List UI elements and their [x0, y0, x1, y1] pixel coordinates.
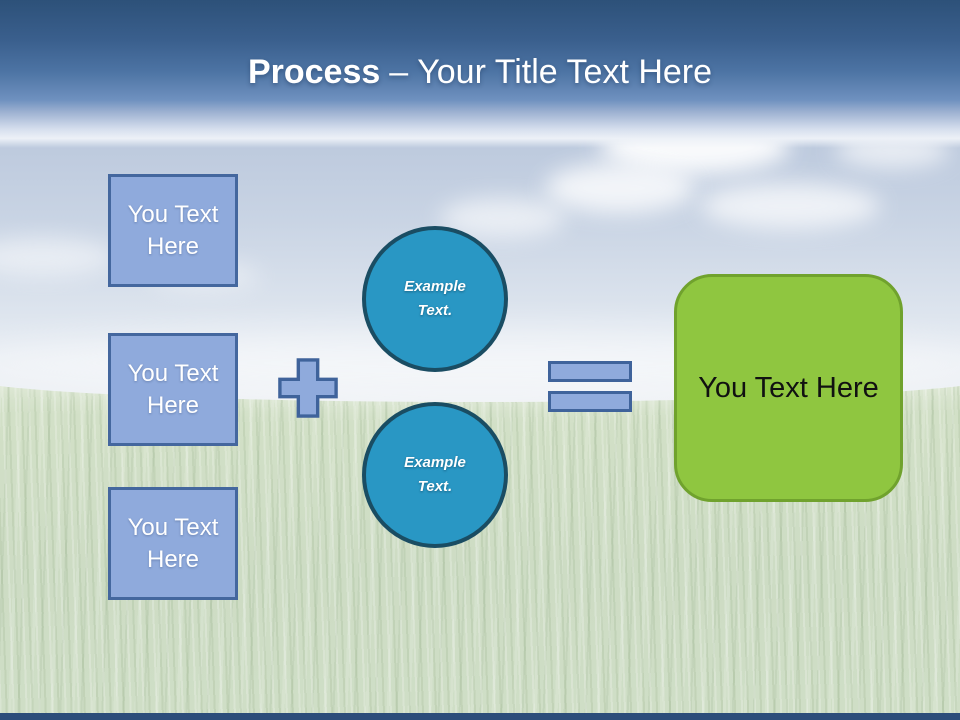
input-box-2: You Text Here [108, 333, 238, 446]
example-circle-1-label: Example Text. [404, 278, 466, 319]
slide-title-keyword: Process [247, 53, 381, 91]
plus-icon [277, 357, 339, 419]
header-fade [0, 100, 960, 148]
input-box-3-label: You Text Here [127, 513, 219, 573]
result-box-label: You Text Here [698, 371, 879, 404]
slide-title: Process–Your Title Text Here [0, 50, 960, 94]
cloud [0, 238, 115, 276]
example-circle-2: Example Text. [362, 402, 508, 548]
equals-bottom-bar [548, 391, 632, 412]
input-box-3: You Text Here [108, 487, 238, 600]
example-circle-2-label: Example Text. [404, 454, 466, 495]
input-box-2-label: You Text Here [127, 359, 219, 419]
slide-title-separator: – [389, 53, 409, 91]
cloud [545, 163, 695, 213]
result-box: You Text Here [674, 274, 903, 502]
slide-title-text: Your Title Text Here [417, 53, 713, 91]
equals-icon [548, 361, 632, 421]
input-box-1-label: You Text Here [127, 200, 219, 260]
example-circle-1: Example Text. [362, 226, 508, 372]
header-band [0, 0, 960, 100]
cloud [700, 183, 880, 229]
input-box-1: You Text Here [108, 174, 238, 287]
footer-accent-bar [0, 713, 960, 720]
equals-top-bar [548, 361, 632, 382]
